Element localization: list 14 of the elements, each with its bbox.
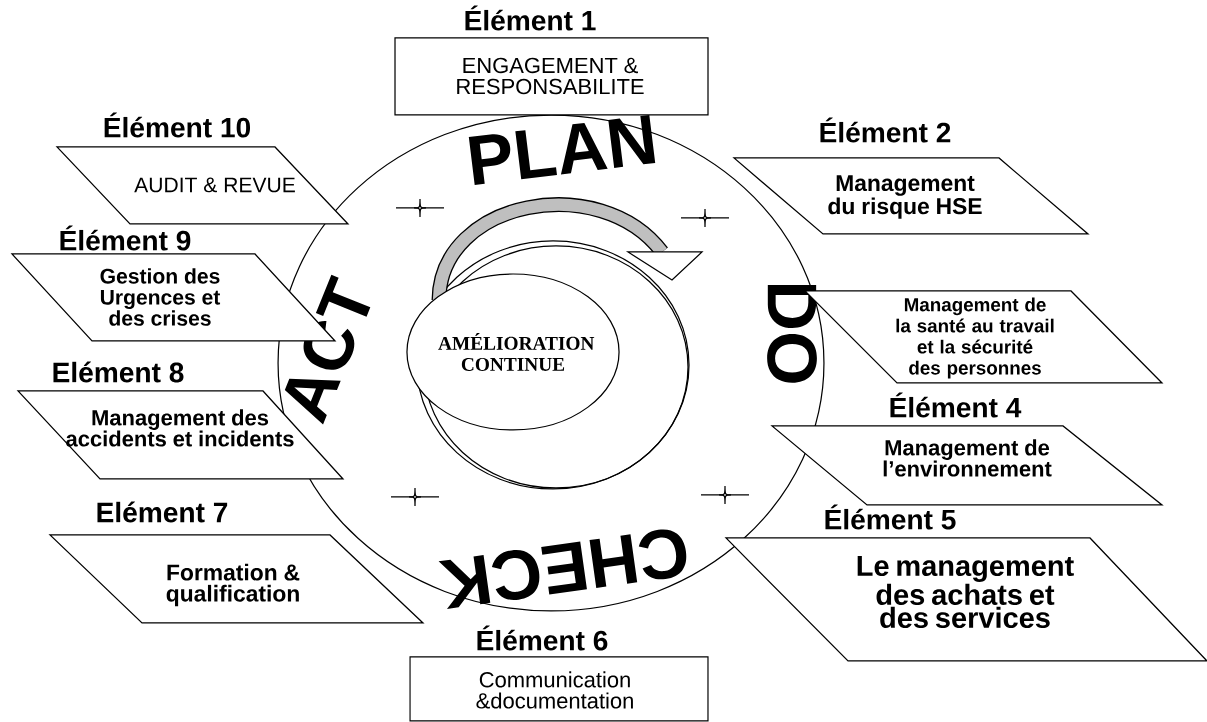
- element-heading: Élément 2: [820, 117, 951, 143]
- element-box: Communication &documentation: [409, 656, 709, 722]
- element-heading: Élément 9: [60, 225, 191, 251]
- pdca-word: PLAN: [468, 114, 656, 186]
- element-heading: Élément 1: [465, 5, 596, 31]
- element-heading: Elément 8: [53, 361, 184, 383]
- element-box: ENGAGEMENT & RESPONSABILITE: [394, 37, 709, 116]
- node-label: Le management des achats et des services: [857, 555, 1074, 629]
- element-heading: Élément 6: [477, 625, 608, 651]
- element-heading: Elément 7: [97, 501, 228, 523]
- element-heading: Élément 10: [104, 112, 250, 138]
- element-heading: Élément 4: [890, 392, 1022, 418]
- pdca-word: CHECK: [438, 529, 687, 609]
- element-heading: Élément 5: [825, 504, 956, 530]
